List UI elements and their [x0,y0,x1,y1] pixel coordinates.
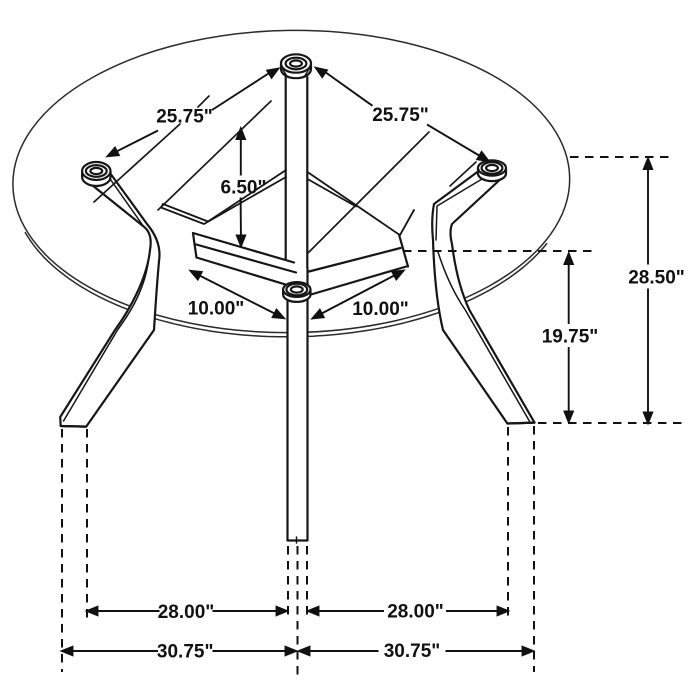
svg-text:19.75": 19.75" [542,326,599,347]
svg-text:28.00": 28.00" [387,602,444,623]
svg-text:6.50": 6.50" [221,177,267,198]
svg-text:25.75": 25.75" [156,106,213,127]
svg-text:25.75": 25.75" [372,105,429,126]
svg-text:28.00": 28.00" [158,602,215,623]
svg-text:10.00": 10.00" [352,299,409,320]
svg-text:30.75": 30.75" [157,641,214,662]
svg-text:30.75": 30.75" [384,641,441,662]
svg-text:10.00": 10.00" [188,298,245,319]
svg-text:28.50": 28.50" [628,267,685,288]
